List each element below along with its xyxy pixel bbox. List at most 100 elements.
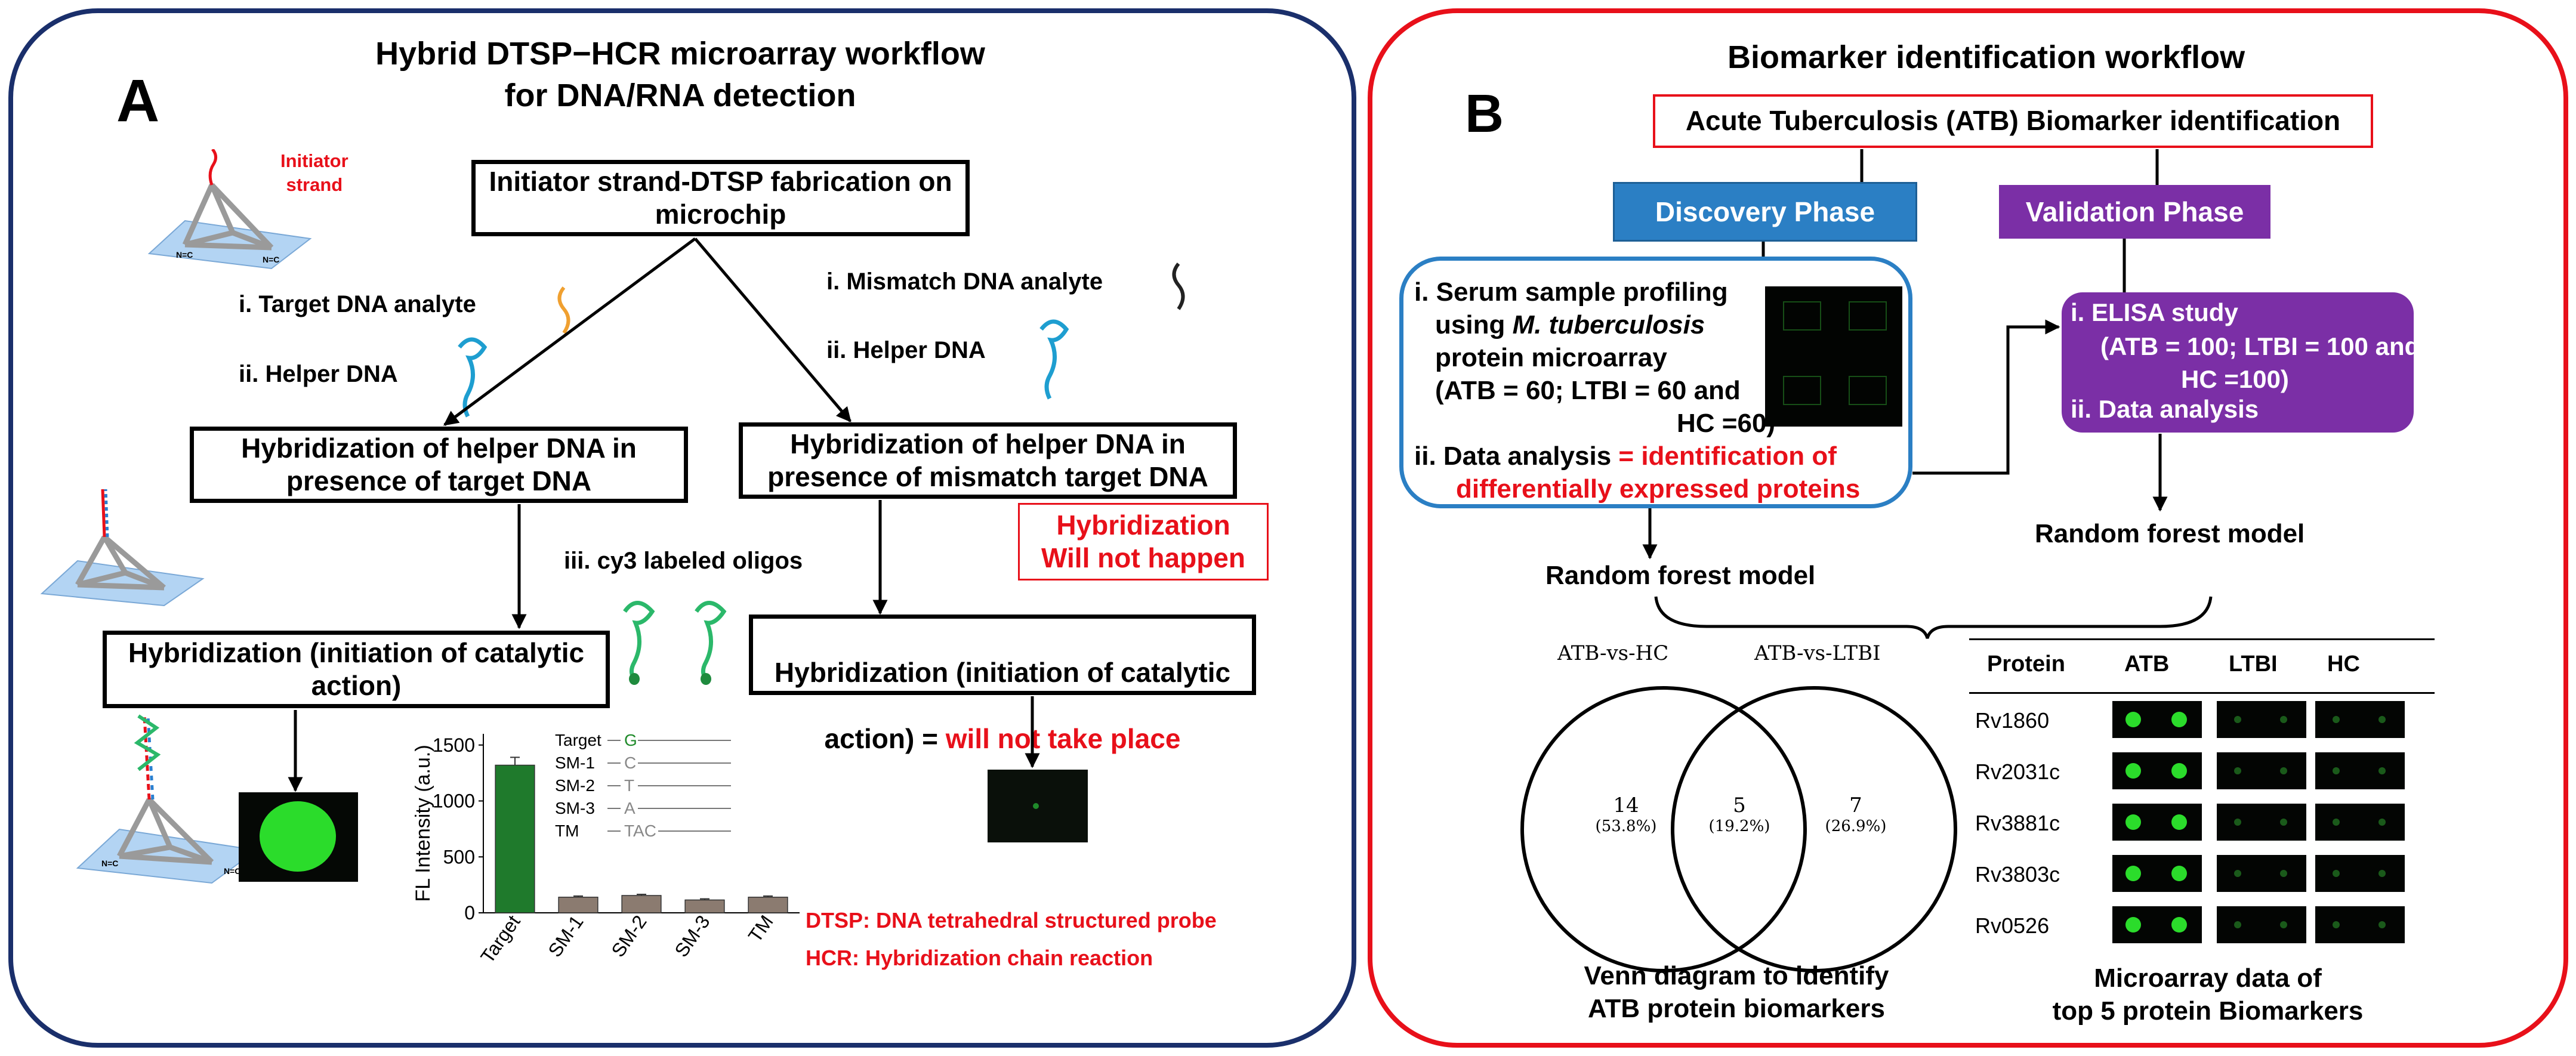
fluorescent-spot-image — [239, 792, 358, 882]
legend-base: TAC — [624, 822, 656, 840]
table-header-cell: ATB — [2124, 651, 2170, 677]
venn-caption: Venn diagram to identify ATB protein bio… — [1584, 961, 1889, 1023]
validation-phase-button: Validation Phase — [1999, 185, 2270, 239]
microarray-cell — [2217, 701, 2306, 738]
microarray-cell — [2217, 855, 2306, 892]
m-tuberculosis-text: M. tuberculosis — [1512, 310, 1705, 339]
hybridization-mismatch-box: Hybridization of helper DNA in presence … — [739, 422, 1237, 499]
table-row-label: Rv1860 — [1975, 708, 2050, 733]
identification-text: = identification of — [1618, 441, 1837, 471]
array-spot — [2333, 921, 2340, 928]
array-spot — [2333, 716, 2340, 723]
legend-base: G — [624, 731, 637, 749]
array-spot — [2171, 712, 2187, 727]
data-analysis-text-1: ii. Data analysis = identification of — [1414, 441, 1837, 471]
bar — [495, 764, 535, 913]
table-header-cell: Protein — [1987, 651, 2065, 677]
faint-spot — [1033, 803, 1039, 809]
microarray-cell — [2112, 752, 2202, 789]
array-spot — [2125, 814, 2141, 830]
cy3-oligo-icon — [623, 601, 655, 685]
venn-left-pct: (53.8%) — [1595, 817, 1657, 835]
array-spot — [2280, 819, 2287, 826]
venn-left-title: ATB-vs-HC — [1557, 641, 1669, 665]
serum-text-4: (ATB = 60; LTBI = 60 and — [1435, 376, 1741, 405]
table-row-label: Rv3803c — [1975, 862, 2060, 887]
y-tick-label: 0 — [464, 902, 475, 924]
helper-dna-hairpin-icon — [1039, 319, 1069, 400]
venn-mid-count: 5 — [1733, 793, 1746, 817]
panel-a — [8, 8, 1356, 1048]
tetrahedron-probe-initiator: N=C N=C — [147, 149, 312, 270]
initiation-right-line1: Hybridization (initiation of catalytic — [774, 657, 1231, 688]
microarray-thumbnail — [1765, 286, 1902, 427]
data-analysis-label: ii. Data analysis — [1414, 441, 1619, 471]
array-spot — [2378, 870, 2386, 877]
atb-identification-box: Acute Tuberculosis (ATB) Biomarker ident… — [1653, 94, 2373, 148]
array-spot — [2234, 819, 2241, 826]
array-spot — [2234, 870, 2241, 877]
panel-b-title: Biomarker identification workflow — [1727, 39, 2245, 75]
microarray-cell — [2315, 855, 2405, 892]
cy3-oligo-icon — [695, 601, 727, 685]
venn-mid-pct: (19.2%) — [1708, 817, 1770, 835]
legend-name: TM — [555, 822, 579, 840]
array-spot — [2333, 767, 2340, 774]
no-hybridization-box: Hybridization Will not happen — [1018, 503, 1269, 581]
random-forest-right: Random forest model — [2035, 519, 2305, 548]
arrow — [1912, 319, 2060, 475]
dark-spot-image — [988, 770, 1088, 842]
serum-text-2: using M. tuberculosis — [1435, 310, 1705, 340]
will-not-take-place-text: will not take place — [945, 722, 1181, 754]
array-spot — [2280, 767, 2287, 774]
target-analyte-label: i. Target DNA analyte — [239, 291, 476, 317]
y-tick-label: 500 — [443, 846, 475, 867]
dtsp-definition: DTSP: DNA tetrahedral structured probe — [806, 908, 1217, 933]
elisa-text-4: ii. Data analysis — [2071, 395, 2259, 423]
elisa-text-1: i. ELISA study — [2071, 298, 2238, 326]
venn-right-title: ATB-vs-LTBI — [1754, 641, 1881, 665]
bracket — [1654, 596, 2213, 639]
venn-right-count: 7 — [1849, 793, 1862, 817]
array-spot — [2171, 917, 2187, 933]
initiation-left-box: Hybridization (initiation of catalytic a… — [103, 631, 610, 708]
table-header-rule — [1969, 692, 2435, 694]
data-analysis-text-2: differentially expressed proteins — [1456, 474, 1861, 504]
serum-text-1: i. Serum sample profiling — [1414, 277, 1728, 307]
svg-text:N=C: N=C — [224, 866, 240, 876]
initiator-label: Initiator strand — [280, 150, 348, 196]
array-spot — [2333, 870, 2340, 877]
array-spot — [2125, 866, 2141, 881]
array-spot — [2280, 870, 2287, 877]
table-row-label: Rv0526 — [1975, 913, 2050, 938]
table-row-label: Rv3881c — [1975, 811, 2060, 835]
array-spot — [2280, 716, 2287, 723]
array-spot — [2125, 712, 2141, 727]
arrow — [694, 237, 852, 422]
array-spot — [2333, 819, 2340, 826]
microarray-cell — [2217, 752, 2306, 789]
array-spot — [2171, 866, 2187, 881]
microarray-cell — [2112, 906, 2202, 943]
microarray-cell — [2217, 804, 2306, 841]
array-spot — [2125, 917, 2141, 933]
y-tick-label: 1000 — [433, 791, 475, 812]
array-spot — [2234, 767, 2241, 774]
legend-name: Target — [555, 731, 601, 749]
array-block — [1849, 376, 1887, 405]
array-spot — [2378, 716, 2386, 723]
legend-name: SM-2 — [555, 776, 595, 795]
panel-b — [1368, 8, 2568, 1048]
initiation-right-line2a: action) = — [824, 722, 946, 754]
tetra-label: N=C — [263, 255, 279, 264]
array-spot — [2378, 819, 2386, 826]
microarray-cell — [2315, 701, 2405, 738]
microarray-cell — [2217, 906, 2306, 943]
legend-base: T — [624, 776, 634, 795]
tetrahedron-probe-helper — [40, 489, 205, 607]
panel-a-letter: A — [116, 67, 160, 134]
array-spot — [2171, 763, 2187, 779]
hybridization-target-box: Hybridization of helper DNA in presence … — [190, 427, 688, 503]
